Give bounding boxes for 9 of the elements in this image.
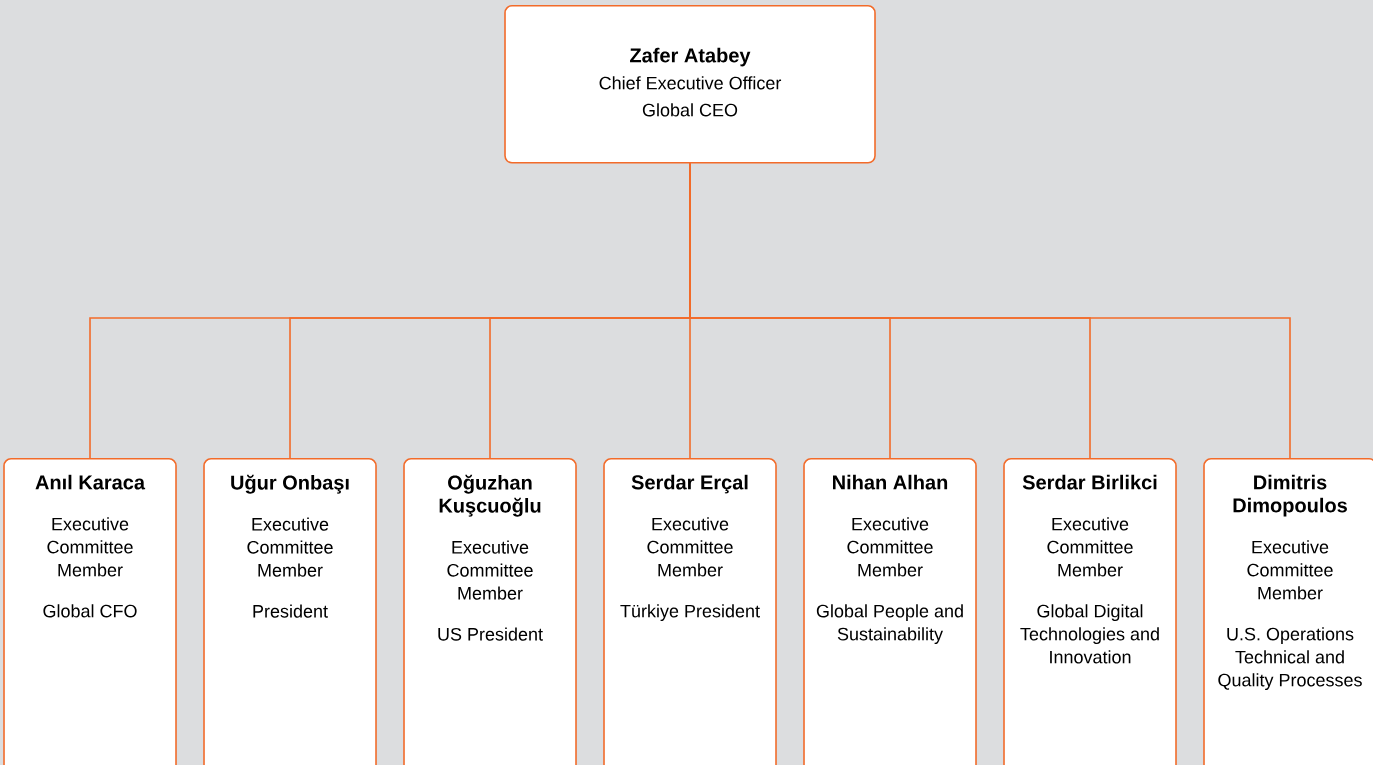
person-box: Uğur Onbaşı Executive Committee Member President — [203, 457, 377, 765]
person-box: Serdar Erçal Executive Committee Member Türkiye President — [603, 457, 777, 765]
person-box: Nihan Alhan Executive Committee Member Global People and Sustainability — [803, 457, 977, 765]
person-box: Serdar Birlikci Executive Committee Member Global Digital Technologies and Innovation — [1003, 457, 1177, 765]
person-box: Dimitris Dimopoulos Executive Committee Member U.S. Operations Technical and Quality Processes — [1203, 457, 1373, 765]
person-box: Oğuzhan Kuşcuoğlu Executive Committee Member US President — [403, 457, 577, 765]
person-box: Zafer Atabey Chief Executive Officer Global CEO — [504, 5, 876, 164]
person-box: Anıl Karaca Executive Committee Member Global CFO — [3, 457, 177, 765]
connector-line — [689, 162, 1291, 459]
